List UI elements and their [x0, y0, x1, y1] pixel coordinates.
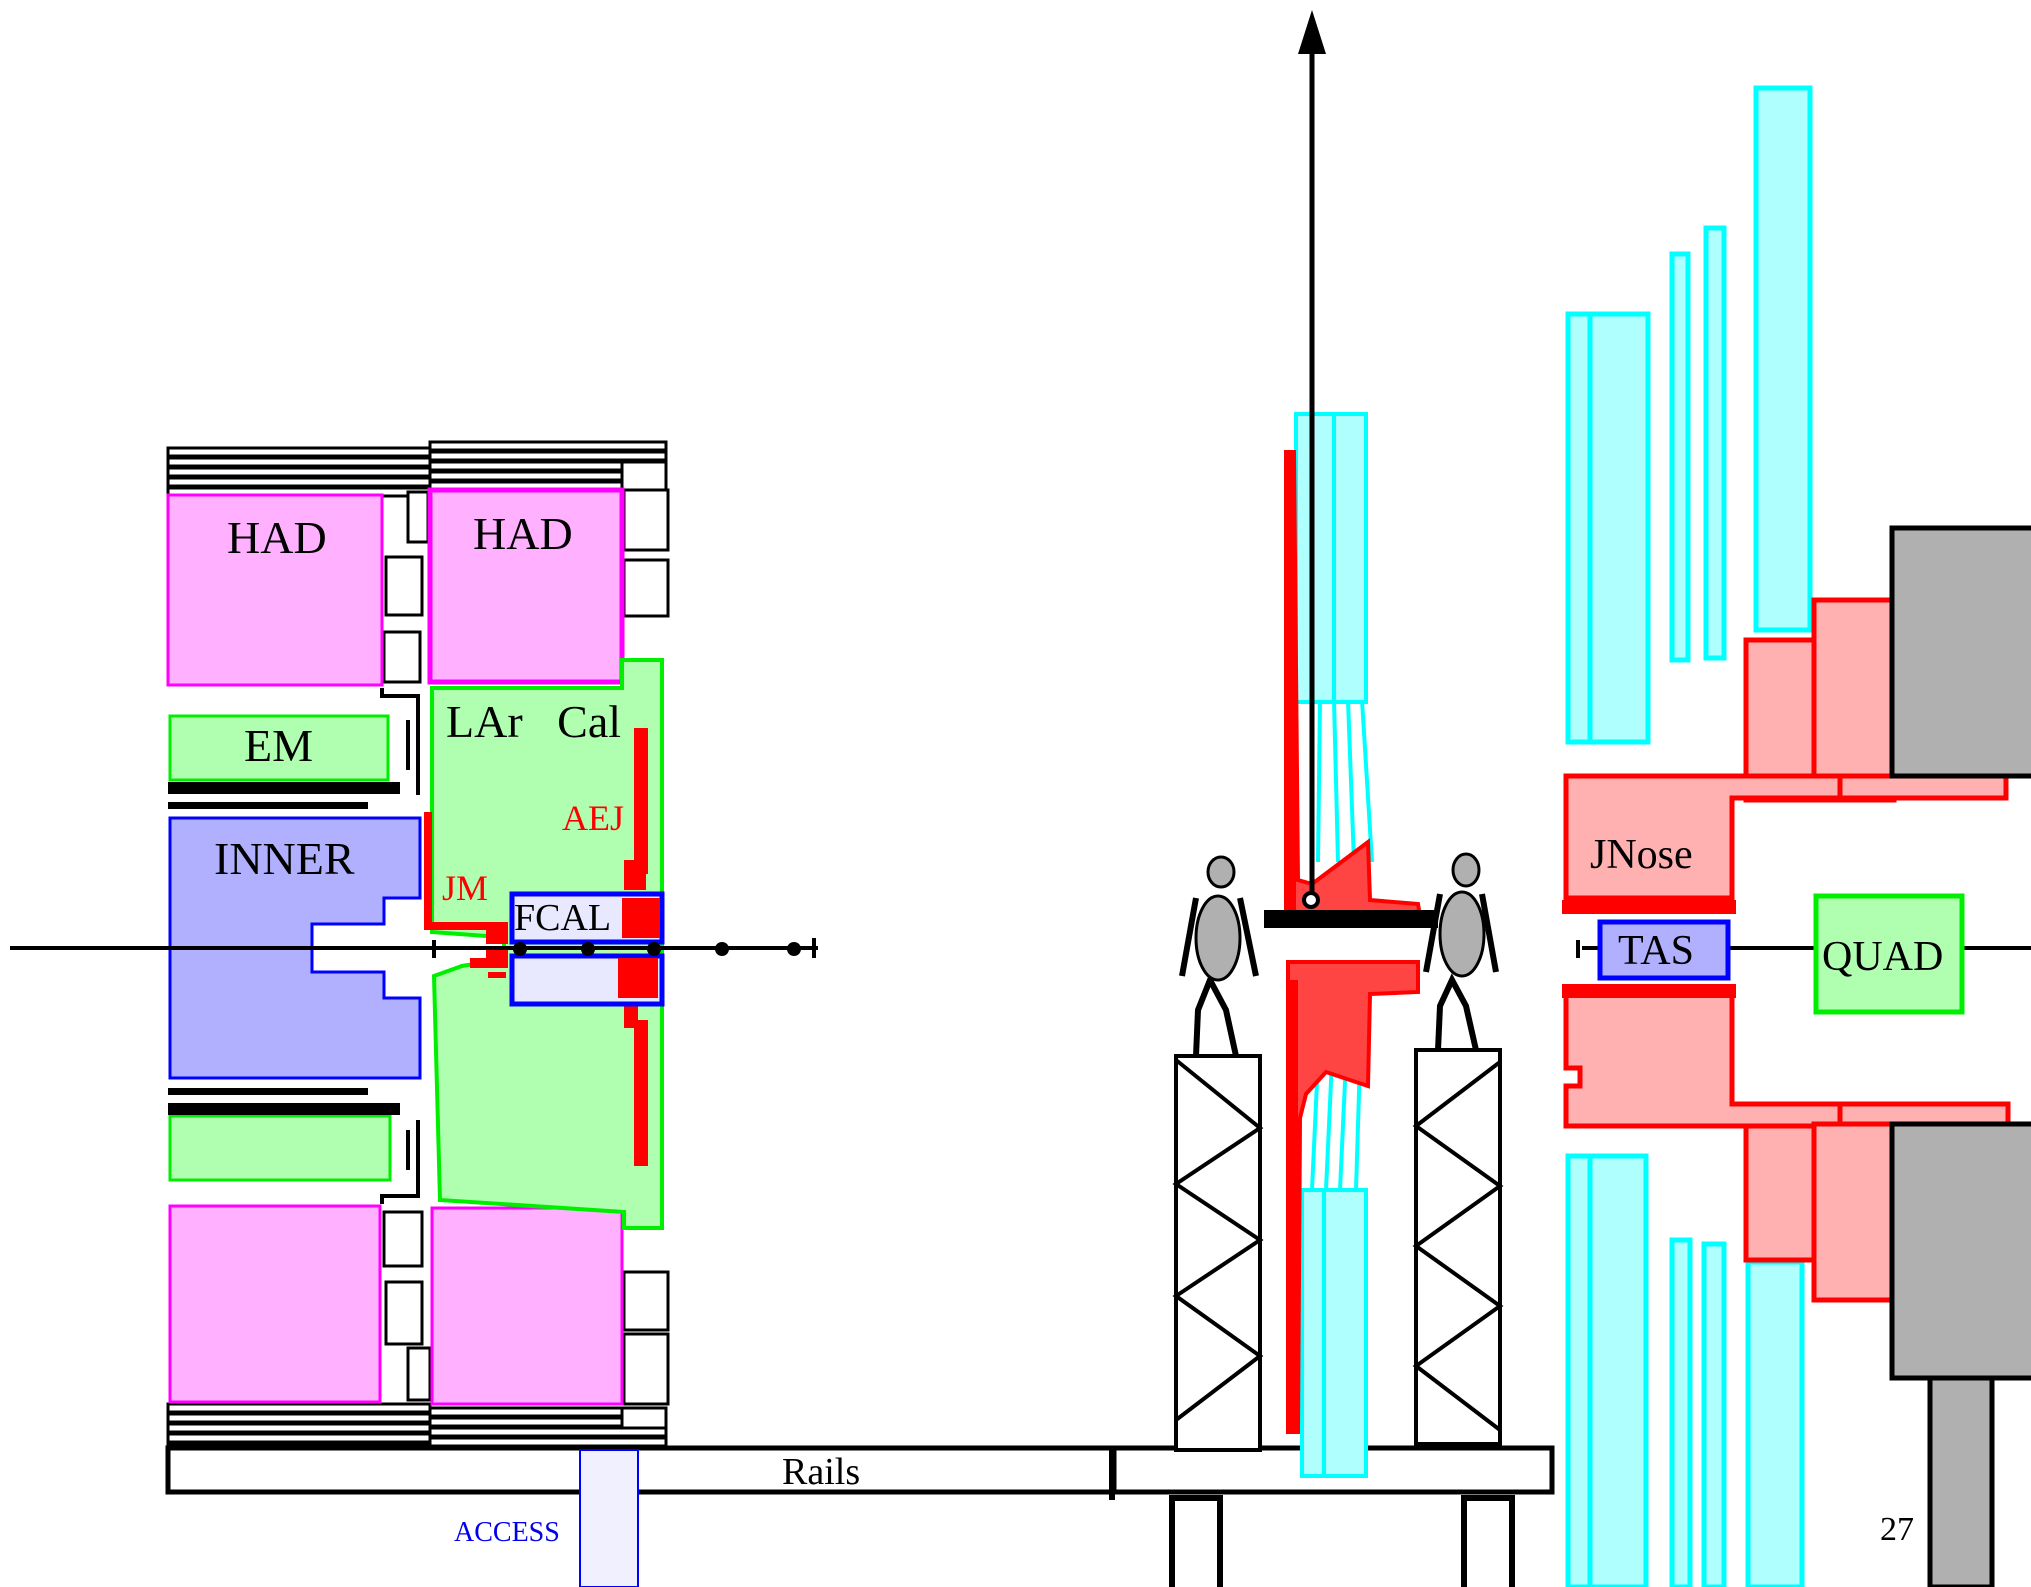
right-side: TAS QUAD JNose 27: [1562, 85, 2031, 1587]
tas-box: [1597, 919, 1731, 981]
aej-bars: [624, 728, 648, 1166]
had-block-top-left: [166, 493, 384, 687]
central-shield: [1264, 10, 1438, 1478]
quad-label: QUAD: [1822, 934, 1943, 980]
jm-structure: [424, 812, 508, 978]
jm-label: JM: [442, 868, 488, 908]
top-plates: [166, 440, 668, 498]
had-label-right: HAD: [473, 508, 573, 559]
rails: Rails ACCESS: [165, 1445, 1555, 1587]
rails-label: Rails: [782, 1451, 860, 1493]
aej-label: AEJ: [562, 798, 624, 838]
person-left: [1179, 855, 1259, 1057]
page-number: 27: [1880, 1511, 1914, 1548]
inner-label: INNER: [214, 833, 355, 884]
cyan-bars-top: [1565, 85, 1813, 745]
black-bars: [168, 782, 400, 1115]
beam-line: [10, 938, 2031, 958]
had-label-left: HAD: [227, 512, 327, 563]
had-block-top-right: [427, 487, 625, 685]
rail-left: [165, 1445, 1115, 1495]
cyan-bars-bottom: [1565, 1153, 1805, 1587]
tower-right: [1412, 1048, 1504, 1446]
pink-shield-top: [1563, 597, 2009, 901]
em-block-bottom: [168, 1114, 392, 1182]
bottom-plates: [166, 1402, 668, 1458]
jnose-label: JNose: [1590, 832, 1693, 878]
lar-cal-label: LAr Cal: [446, 696, 621, 747]
had-block-bottom-left: [168, 1204, 382, 1404]
tower-left: [1172, 1054, 1264, 1452]
pink-shield-bottom: [1563, 991, 2011, 1303]
fcal-red-top: [622, 898, 660, 938]
access-label: ACCESS: [454, 1517, 560, 1548]
fcal-label: FCAL: [514, 897, 611, 939]
connector-boxes-bottom: [382, 1210, 670, 1406]
support-lines: [380, 688, 420, 1204]
em-label: EM: [244, 720, 313, 771]
access-shaft: [579, 1449, 639, 1587]
connector-boxes-top: [382, 488, 670, 684]
fcal-red-bottom: [618, 958, 658, 998]
person-right: [1423, 852, 1499, 1051]
em-block-top: [168, 714, 390, 782]
lift-arrow-head: [1298, 10, 1326, 54]
left-detector: HAD HAD LAr Cal EM INNER AEJ JM FCAL: [166, 440, 670, 1458]
rail-legs: [1169, 1495, 1515, 1587]
gray-magnet: [1889, 525, 2031, 1587]
pivot-point: [1302, 891, 1320, 909]
tas-label: TAS: [1618, 928, 1694, 974]
quad-box: [1813, 893, 1965, 1015]
had-block-bottom-right: [430, 1206, 624, 1406]
beam-dots: [513, 942, 801, 956]
